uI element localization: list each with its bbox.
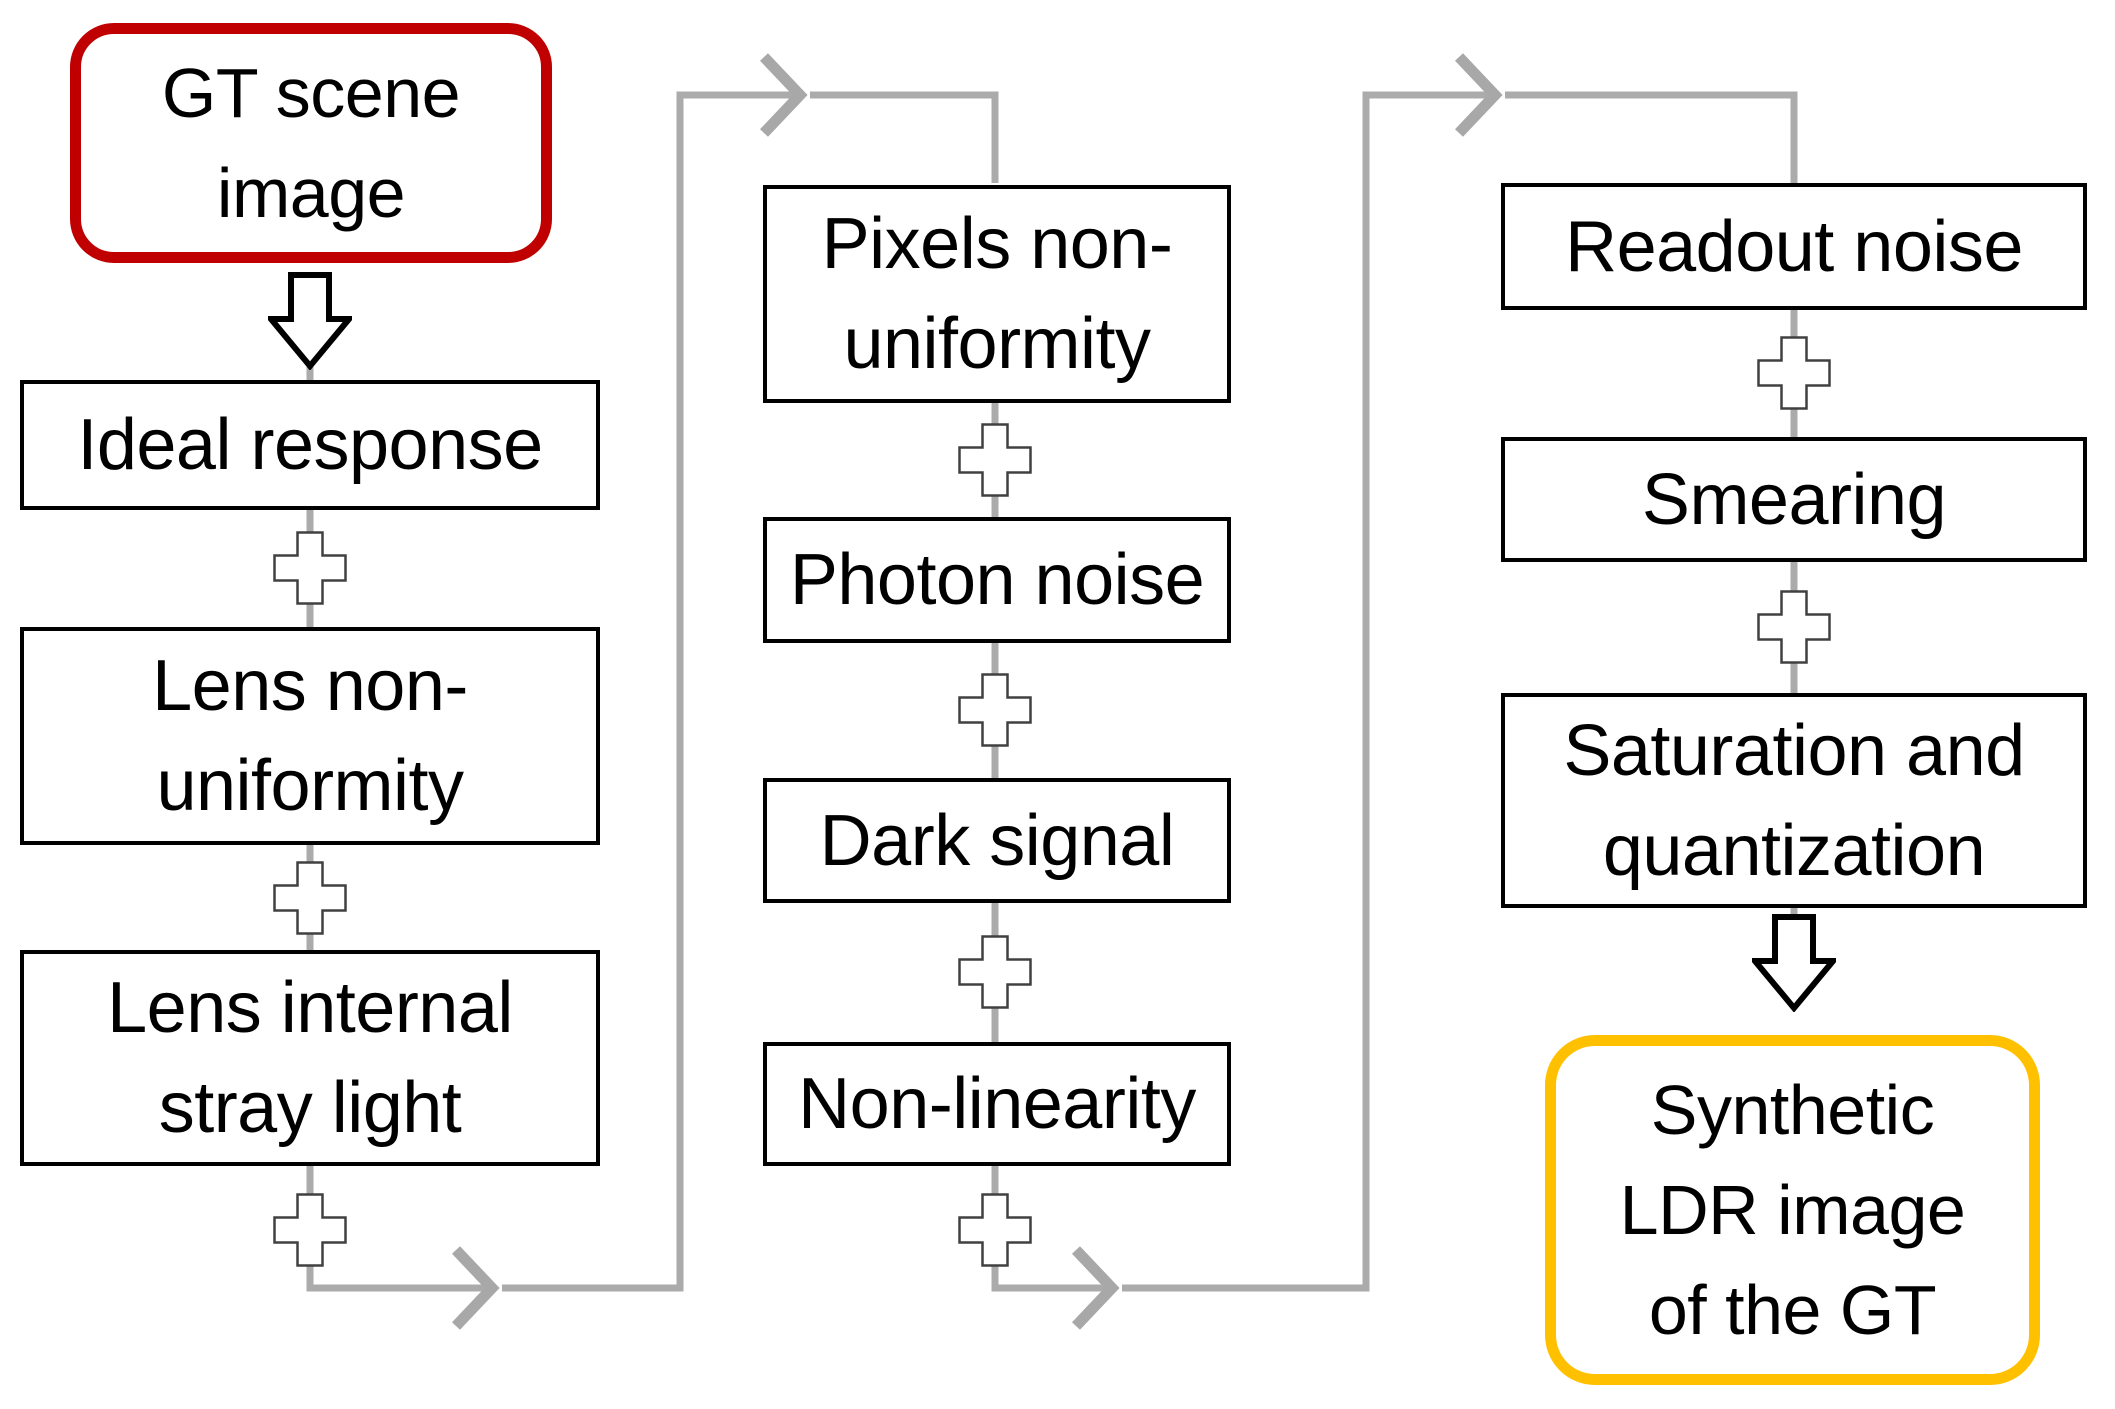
arrowhead-icon bbox=[452, 1246, 500, 1330]
step-box-readout-noise: Readout noise bbox=[1501, 183, 2087, 310]
step-box-photon-noise: Photon noise bbox=[763, 517, 1231, 643]
connector-line bbox=[502, 91, 797, 1292]
step-label: Lens internal stray light bbox=[107, 968, 513, 1148]
plus-icon bbox=[958, 935, 1032, 1009]
sink-node-synthetic-ldr-image: Synthetic LDR image of the GT bbox=[1545, 1035, 2040, 1385]
connector-line bbox=[1505, 91, 1798, 183]
plus-icon bbox=[958, 673, 1032, 747]
step-label: Pixels non- uniformity bbox=[821, 204, 1173, 384]
source-node-gt-scene-image: GT scene image bbox=[70, 23, 552, 263]
step-box-lens-internal-stray-light: Lens internal stray light bbox=[20, 950, 600, 1166]
source-node-label: GT scene image bbox=[161, 54, 461, 232]
step-label: Readout noise bbox=[1565, 206, 2023, 287]
step-label: Saturation and quantization bbox=[1563, 710, 2025, 891]
step-box-smearing: Smearing bbox=[1501, 437, 2087, 562]
plus-icon bbox=[273, 861, 347, 935]
plus-icon bbox=[1757, 336, 1831, 410]
step-label: Lens non- uniformity bbox=[152, 646, 468, 826]
connector-line bbox=[810, 91, 999, 183]
step-box-lens-non-uniformity: Lens non- uniformity bbox=[20, 627, 600, 845]
step-box-dark-signal: Dark signal bbox=[763, 778, 1231, 903]
step-label: Dark signal bbox=[819, 800, 1175, 881]
step-label: Non-linearity bbox=[798, 1064, 1196, 1144]
arrowhead-icon bbox=[760, 53, 808, 137]
plus-icon bbox=[1757, 590, 1831, 664]
plus-icon bbox=[958, 423, 1032, 497]
down-arrow-icon bbox=[1752, 914, 1836, 1012]
arrowhead-icon bbox=[1455, 53, 1503, 137]
step-box-ideal-response: Ideal response bbox=[20, 380, 600, 510]
sink-node-label: Synthetic LDR image of the GT bbox=[1619, 1071, 1966, 1349]
step-label: Photon noise bbox=[789, 540, 1205, 620]
plus-icon bbox=[958, 1193, 1032, 1267]
connector-line bbox=[1122, 91, 1492, 1292]
arrowhead-icon bbox=[1072, 1246, 1120, 1330]
step-label: Smearing bbox=[1641, 459, 1947, 540]
plus-icon bbox=[273, 1193, 347, 1267]
step-label: Ideal response bbox=[77, 405, 543, 485]
step-box-pixels-non-uniformity: Pixels non- uniformity bbox=[763, 185, 1231, 403]
step-box-non-linearity: Non-linearity bbox=[763, 1042, 1231, 1166]
down-arrow-icon bbox=[268, 272, 352, 370]
plus-icon bbox=[273, 531, 347, 605]
step-box-saturation-and-quantization: Saturation and quantization bbox=[1501, 693, 2087, 908]
